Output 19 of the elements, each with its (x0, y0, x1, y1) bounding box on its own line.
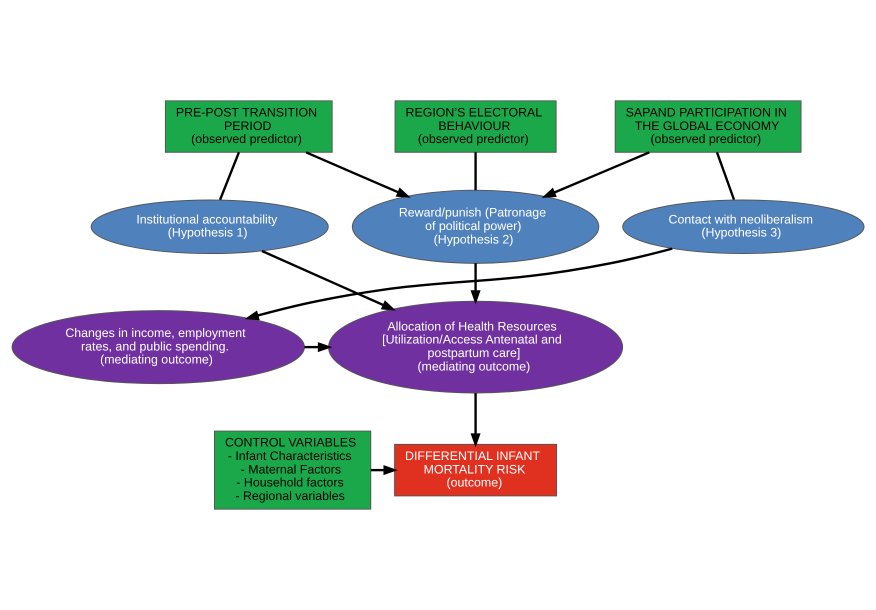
node-box: DIFFERENTIAL INFANT MORTALITY RISK (outcome) (394, 444, 558, 496)
arrow (261, 250, 396, 311)
node-ellipse: Reward/punish (Patronage of political power) (Hypothesis 2) (352, 190, 600, 264)
arrow (370, 465, 398, 476)
arrow (542, 151, 650, 198)
node-ellipse: Contact with neoliberalism (Hypothesis 3) (622, 200, 865, 254)
node-box: PRE-POST TRANSITION PERIOD (observed predictor) (164, 100, 333, 153)
node-ellipse: Institutional accountability (Hypothesis 1) (90, 200, 329, 254)
arrow (470, 393, 481, 448)
node-box: CONTROL VARIABLES - Infant Characteristics - Maternal Factors - Household factors - Regional variables (214, 430, 372, 510)
arrow (470, 263, 481, 305)
connector (716, 152, 736, 200)
connector (219, 152, 240, 200)
arrow (304, 342, 332, 352)
arrow (244, 247, 673, 320)
node-box: SAPAND PARTICIPATION IN THE GLOBAL ECONOMY (observed predictor) (614, 100, 802, 153)
arrow (306, 151, 411, 198)
node-box: REGION’S ELECTORAL BEHAVIOUR (observed predictor) (394, 100, 557, 153)
connector (474, 152, 477, 190)
